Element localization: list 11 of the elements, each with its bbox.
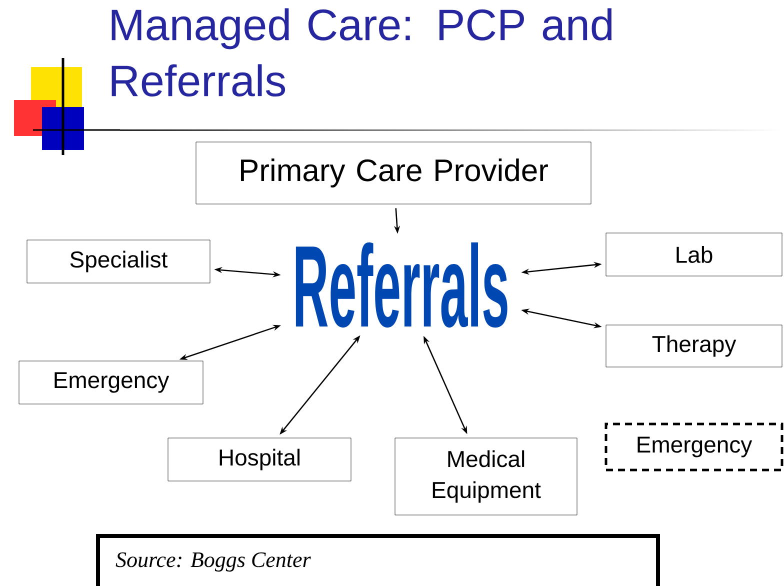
label-box: Primary Care Provider xyxy=(196,142,592,204)
source-box: Source: Boggs Center xyxy=(96,534,660,586)
label-box: Medical Equipment xyxy=(394,438,578,516)
title: Managed Care: PCP and Referrals xyxy=(112,8,612,96)
dashed-box: Emergency xyxy=(604,422,784,472)
label-box: Therapy xyxy=(606,324,782,368)
label-box: Hospital xyxy=(168,438,352,482)
word-art-text: Referrals xyxy=(296,242,508,328)
label-box: Emergency xyxy=(18,360,204,404)
label-box: Specialist xyxy=(26,240,210,284)
label-box: Lab xyxy=(606,232,782,276)
